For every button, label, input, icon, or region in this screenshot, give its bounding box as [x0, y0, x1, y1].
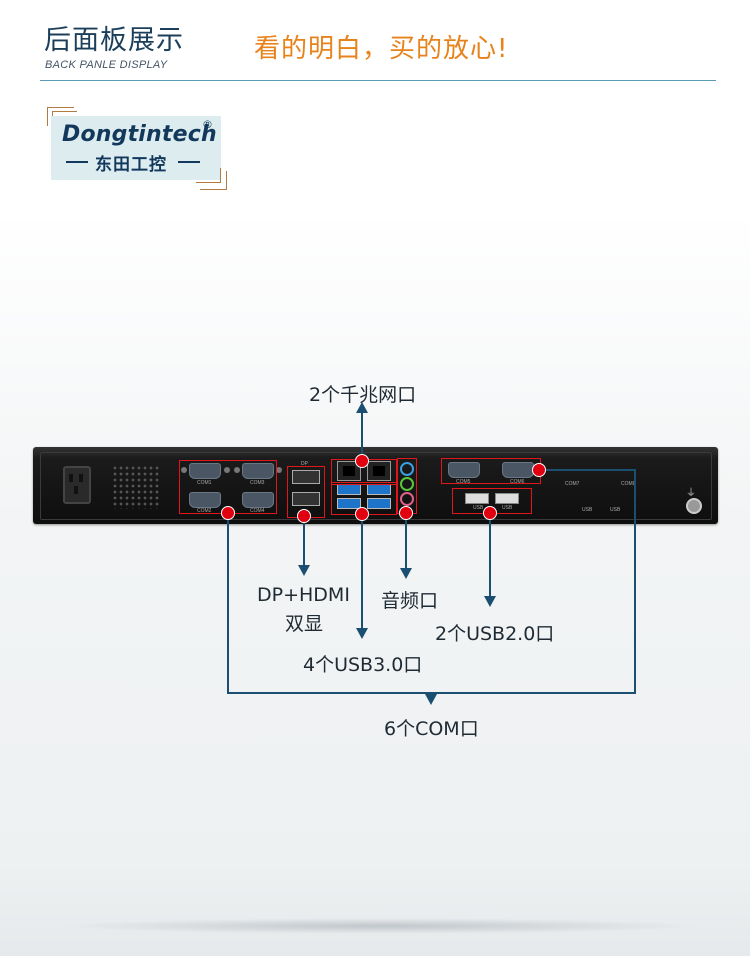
line-out-jack: [400, 477, 414, 491]
dp-hdmi-callout-sub: 双显: [285, 613, 324, 635]
registered-mark: ®: [202, 118, 213, 131]
logo-brand-cn: 东田工控: [95, 155, 167, 175]
usb2-port: [495, 493, 519, 504]
usb3-connector: [361, 513, 363, 629]
logo-corner-decoration: [200, 171, 227, 190]
lan-port: [337, 461, 361, 481]
com-left-connector: [227, 512, 229, 694]
port-label: COM5: [456, 479, 471, 485]
logo-brand-name: Dongtintech: [62, 122, 217, 147]
power-inlet: [63, 466, 91, 504]
screw: [276, 467, 282, 473]
lan-arrow: [356, 402, 368, 413]
usb3-callout: 4个USB3.0口: [303, 654, 423, 676]
ground-terminal: [686, 498, 702, 514]
audio-callout: 音频口: [381, 590, 439, 612]
port-label: USB: [582, 507, 593, 513]
port-label: DP: [301, 461, 308, 467]
com-marker: [221, 506, 235, 520]
com56-group-highlight: [441, 458, 541, 484]
com-right-connector: [634, 469, 636, 694]
port-label: COM4: [250, 508, 265, 514]
lan-connector: [361, 412, 363, 460]
usb2-arrow: [484, 596, 496, 607]
port-label: COM1: [197, 480, 212, 486]
audio-arrow: [400, 568, 412, 579]
back-panel-bezel: [40, 452, 712, 520]
logo-dash: [66, 161, 88, 163]
header-divider: [40, 80, 716, 81]
com-port: [189, 492, 221, 508]
lan-callout: 2个千兆网口: [309, 384, 417, 406]
port-label: USB: [473, 505, 484, 511]
usb2-marker: [483, 506, 497, 520]
screw: [234, 467, 240, 473]
com-callout: 6个COM口: [384, 718, 479, 740]
logo-badge: [51, 116, 221, 180]
line-in-jack: [400, 462, 414, 476]
audio-connector: [405, 512, 407, 568]
logo-corner-decoration: [196, 168, 221, 183]
port-label: COM3: [250, 480, 265, 486]
dp-port: [292, 470, 320, 484]
display-connector: [303, 516, 305, 566]
usb3-arrow: [356, 628, 368, 639]
port-label: COM6: [510, 479, 525, 485]
usb3-port: [367, 498, 391, 509]
audio-marker: [399, 506, 413, 520]
ground-symbol: ⏚: [686, 488, 696, 499]
com-port: [448, 462, 480, 478]
com-port: [242, 492, 274, 508]
com-top-connector: [538, 469, 636, 471]
port-label: USB: [502, 505, 513, 511]
port-label: COM2: [197, 508, 212, 514]
screw: [181, 467, 187, 473]
com-arrow: [425, 694, 437, 705]
com56-marker: [532, 463, 546, 477]
mic-jack: [400, 492, 414, 506]
usb2-connector: [489, 512, 491, 597]
usb2-callout: 2个USB2.0口: [435, 623, 555, 645]
usb3-port: [337, 498, 361, 509]
panel-shadow: [60, 918, 700, 934]
dp-hdmi-callout: DP+HDMI: [257, 584, 350, 606]
screw: [224, 467, 230, 473]
com-port: [242, 463, 274, 479]
hdmi-port: [292, 492, 320, 506]
usb3-marker: [355, 507, 369, 521]
lan-port: [367, 461, 391, 481]
page-subtitle: BACK PANLE DISPLAY: [45, 59, 168, 71]
page-title: 后面板展示: [44, 25, 184, 56]
logo-dash: [178, 161, 200, 163]
display-marker: [297, 509, 311, 523]
com-port: [189, 463, 221, 479]
ventilation-grille: [112, 465, 160, 509]
port-label: COM8: [621, 481, 636, 487]
logo-corner-decoration: [47, 107, 74, 126]
port-label: COM7: [565, 481, 580, 487]
port-label: USB: [610, 507, 621, 513]
usb2-port: [465, 493, 489, 504]
display-arrow: [298, 565, 310, 576]
lan-marker: [355, 454, 369, 468]
slogan: 看的明白，买的放心!: [254, 34, 509, 64]
com-bottom-connector: [227, 692, 636, 694]
